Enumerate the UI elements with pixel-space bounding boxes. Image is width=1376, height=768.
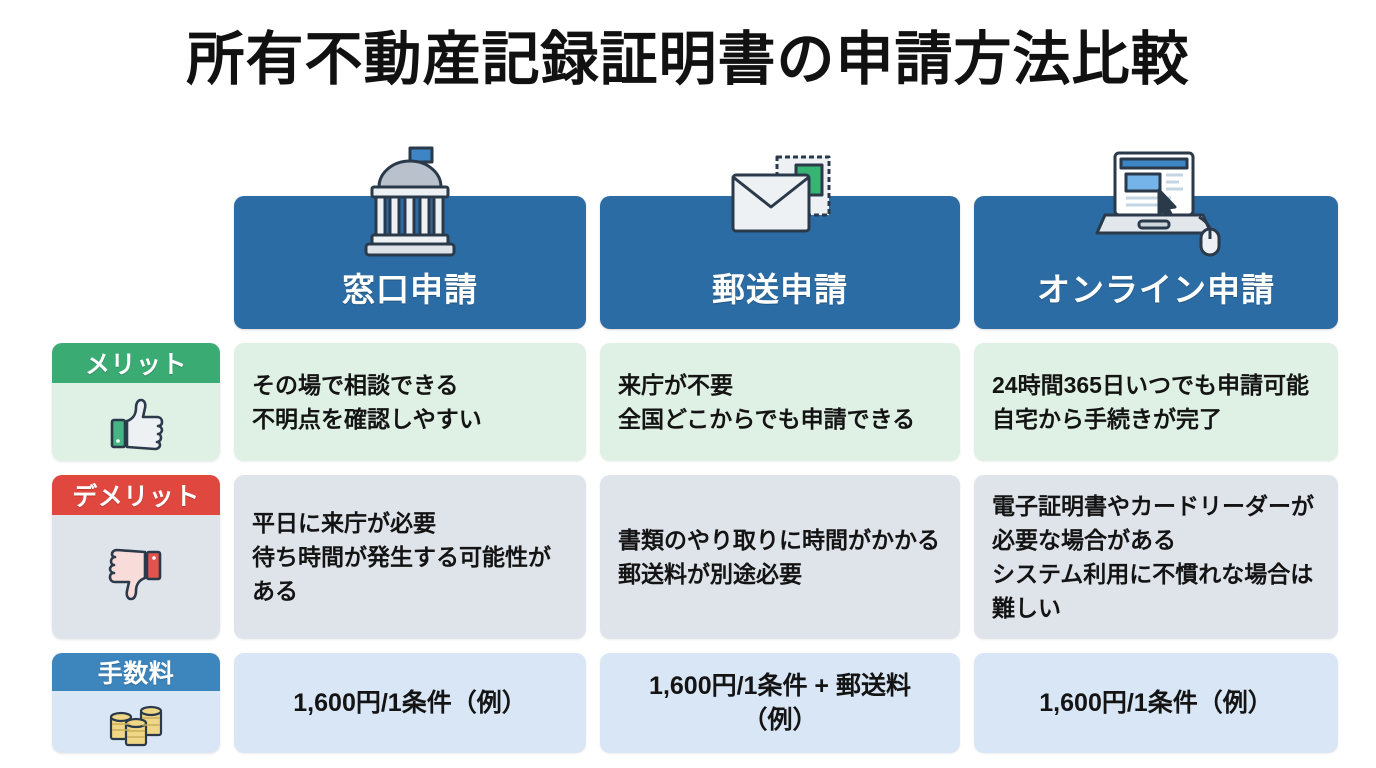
column-header-mail: 郵送申請 — [600, 155, 960, 329]
cell-line: 不明点を確認しやすい — [252, 406, 482, 432]
cell-merit-mail: 来庁が不要 全国どこからでも申請できる — [600, 343, 960, 461]
cell-merit-window: その場で相談できる 不明点を確認しやすい — [234, 343, 586, 461]
cell-fee-mail: 1,600円/1条件 + 郵送料（例） — [600, 653, 960, 753]
cell-line: 書類のやり取りに時間がかかる — [618, 527, 940, 553]
row-label-fee: 手数料 — [52, 653, 220, 753]
cell-line: 郵送料が別途必要 — [618, 561, 802, 587]
cell-line: その場で相談できる — [252, 372, 459, 398]
cell-line: 待ち時間が発生する可能性がある — [252, 544, 551, 604]
cell-fee-window: 1,600円/1条件（例） — [234, 653, 586, 753]
column-header-window: 窓口申請 — [234, 146, 586, 329]
page-title: 所有不動産記録証明書の申請方法比較 — [186, 27, 1190, 92]
cell-demerit-window: 平日に来庁が必要 待ち時間が発生する可能性がある — [234, 475, 586, 639]
column-header-online: オンライン申請 — [974, 151, 1338, 329]
comparison-grid: 窓口申請 郵送申請 — [52, 146, 1338, 753]
cell-demerit-online: 電子証明書やカードリーダーが必要な場合がある システム利用に不慣れな場合は難しい — [974, 475, 1338, 639]
cell-line: 平日に来庁が必要 — [252, 510, 436, 536]
grid-corner-spacer — [52, 196, 220, 329]
row-label-merit: メリット — [52, 343, 220, 461]
thumbs-down-icon — [52, 515, 220, 639]
column-header-label: 窓口申請 — [342, 271, 478, 308]
column-header-label: オンライン申請 — [1037, 271, 1275, 308]
cell-line: 1,600円/1条件（例） — [1039, 689, 1273, 717]
row-label-fee-text: 手数料 — [52, 653, 220, 691]
cell-line: 1,600円/1条件 + 郵送料（例） — [649, 672, 911, 734]
coin-stack-icon — [52, 691, 220, 753]
column-header-label: 郵送申請 — [712, 271, 848, 308]
row-label-merit-text: メリット — [52, 343, 220, 383]
cell-demerit-mail: 書類のやり取りに時間がかかる 郵送料が別途必要 — [600, 475, 960, 639]
thumbs-up-icon — [52, 383, 220, 461]
laptop-mouse-icon — [1091, 143, 1221, 261]
government-building-icon — [345, 143, 475, 261]
cell-line: 全国どこからでも申請できる — [618, 406, 916, 432]
cell-line: 来庁が不要 — [618, 372, 733, 398]
cell-line: 24時間365日いつでも申請可能 — [992, 372, 1309, 398]
cell-line: システム利用に不慣れな場合は難しい — [992, 561, 1314, 621]
cell-line: 1,600円/1条件（例） — [293, 689, 527, 717]
cell-line: 電子証明書やカードリーダーが必要な場合がある — [992, 493, 1314, 553]
cell-fee-online: 1,600円/1条件（例） — [974, 653, 1338, 753]
cell-line: 自宅から手続きが完了 — [992, 406, 1222, 432]
cell-merit-online: 24時間365日いつでも申請可能 自宅から手続きが完了 — [974, 343, 1338, 461]
row-label-demerit: デメリット — [52, 475, 220, 639]
envelope-stamp-icon — [715, 143, 845, 261]
row-label-demerit-text: デメリット — [52, 475, 220, 515]
